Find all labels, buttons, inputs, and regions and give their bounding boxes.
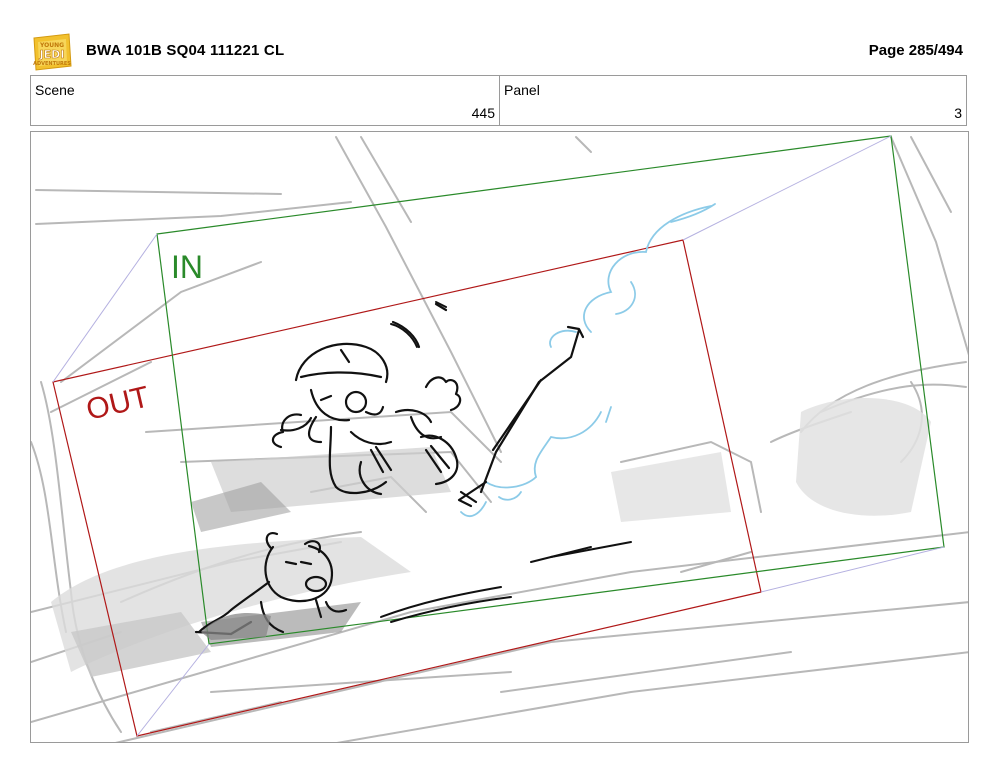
staff-weapon-sketch: [457, 325, 585, 508]
svg-text:YOUNG: YOUNG: [39, 42, 64, 49]
document-title: BWA 101B SQ04 111221 CL: [86, 42, 285, 59]
storyboard-header: YOUNG JEDI ADVENTURES BWA 101B SQ04 1112…: [31, 28, 969, 72]
storyboard-drawing: OUT IN: [31, 135, 968, 742]
storyboard-frame: OUT IN: [30, 131, 969, 743]
character-kid-sketch: [271, 302, 462, 496]
young-jedi-adventures-logo: YOUNG JEDI ADVENTURES: [33, 33, 72, 71]
camera-move-guides: [52, 135, 945, 737]
page-number: Page 285/494: [868, 42, 963, 59]
motion-lines: [380, 301, 632, 623]
dust-effect-sketch: [460, 203, 716, 517]
scene-cell: Scene 445: [31, 76, 500, 125]
svg-text:ADVENTURES: ADVENTURES: [33, 61, 71, 67]
panel-cell: Panel 3: [500, 76, 966, 125]
scene-panel-info: Scene 445 Panel 3: [30, 75, 967, 126]
scene-label: Scene: [35, 82, 75, 98]
svg-text:JEDI: JEDI: [39, 48, 65, 61]
out-label: OUT: [83, 380, 152, 426]
panel-label: Panel: [504, 82, 540, 98]
panel-value: 3: [954, 105, 962, 121]
in-label: IN: [171, 249, 203, 285]
scene-value: 445: [471, 105, 495, 121]
creature-shadow: [201, 613, 271, 640]
